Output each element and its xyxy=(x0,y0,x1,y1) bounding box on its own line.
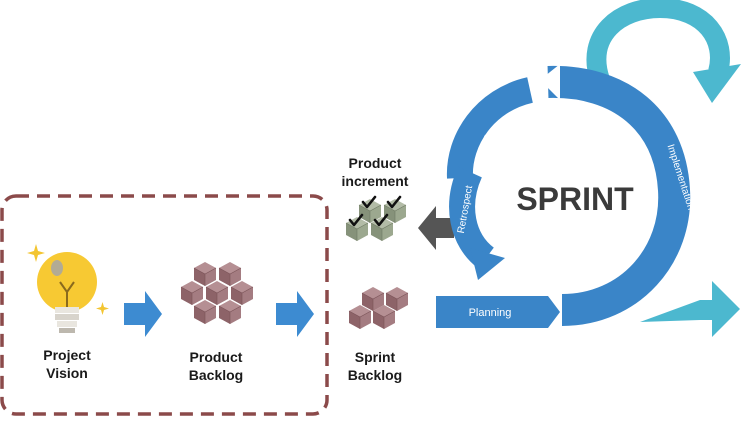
label-product-backlog: Product Backlog xyxy=(188,349,244,383)
flow-arrow-2 xyxy=(276,291,314,337)
label-product-increment: Product increment xyxy=(341,155,409,189)
checkmark-icon xyxy=(348,195,402,227)
sprint-cycle xyxy=(436,64,691,328)
output-arrow xyxy=(418,206,454,250)
product-increment-cubes xyxy=(345,195,407,242)
label-sprint-backlog: Sprint Backlog xyxy=(347,349,403,383)
scope-dashed-box xyxy=(0,194,329,416)
flow-arrow-1 xyxy=(124,291,162,337)
sprint-backlog-cubes xyxy=(348,286,409,330)
product-backlog-cubes xyxy=(180,261,254,325)
label-project-vision: Project Vision xyxy=(43,347,91,381)
release-arrow xyxy=(640,281,740,337)
lightbulb-icon xyxy=(27,244,109,333)
phase-planning-label: Planning xyxy=(469,307,512,319)
daily-loop-arrow xyxy=(586,0,741,103)
sprint-title: SPRINT xyxy=(516,181,634,217)
